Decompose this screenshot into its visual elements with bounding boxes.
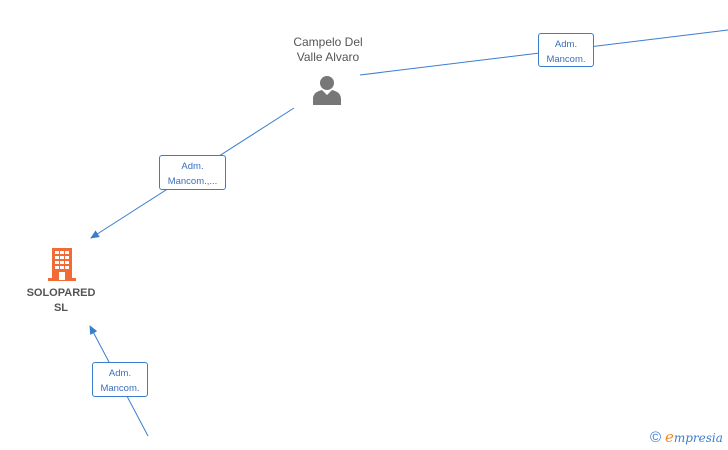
- edge-label-top-right[interactable]: Adm. Mancom.: [538, 33, 594, 67]
- edge-label-person-to-company[interactable]: Adm. Mancom.,...: [159, 155, 226, 190]
- company-name-line1: SOLOPARED: [26, 287, 96, 299]
- company-name-line2: SL: [53, 302, 69, 314]
- edge-label-line2: Mancom.,...: [167, 176, 218, 187]
- person-node-label[interactable]: Campelo Del Valle Alvaro: [268, 35, 388, 65]
- edge-label-bottom[interactable]: Adm. Mancom.: [92, 362, 148, 397]
- building-icon[interactable]: [47, 247, 77, 281]
- edge-label-line1: Adm.: [181, 161, 204, 172]
- copyright-icon: ©: [650, 429, 662, 446]
- edge-label-line1: Adm.: [554, 39, 578, 50]
- edge-label-line1: Adm.: [108, 368, 132, 379]
- person-name-line2: Valle Alvaro: [296, 50, 360, 64]
- brand-logo: © empresia: [650, 428, 723, 448]
- brand-initial: e: [664, 428, 674, 446]
- person-icon[interactable]: [312, 75, 342, 105]
- brand-name: mpresia: [673, 431, 723, 445]
- company-node-label[interactable]: SOLOPARED SL: [6, 286, 116, 316]
- person-name-line1: Campelo Del: [293, 35, 363, 49]
- edge-label-line2: Mancom.: [100, 383, 140, 394]
- edge-label-line2: Mancom.: [546, 54, 586, 65]
